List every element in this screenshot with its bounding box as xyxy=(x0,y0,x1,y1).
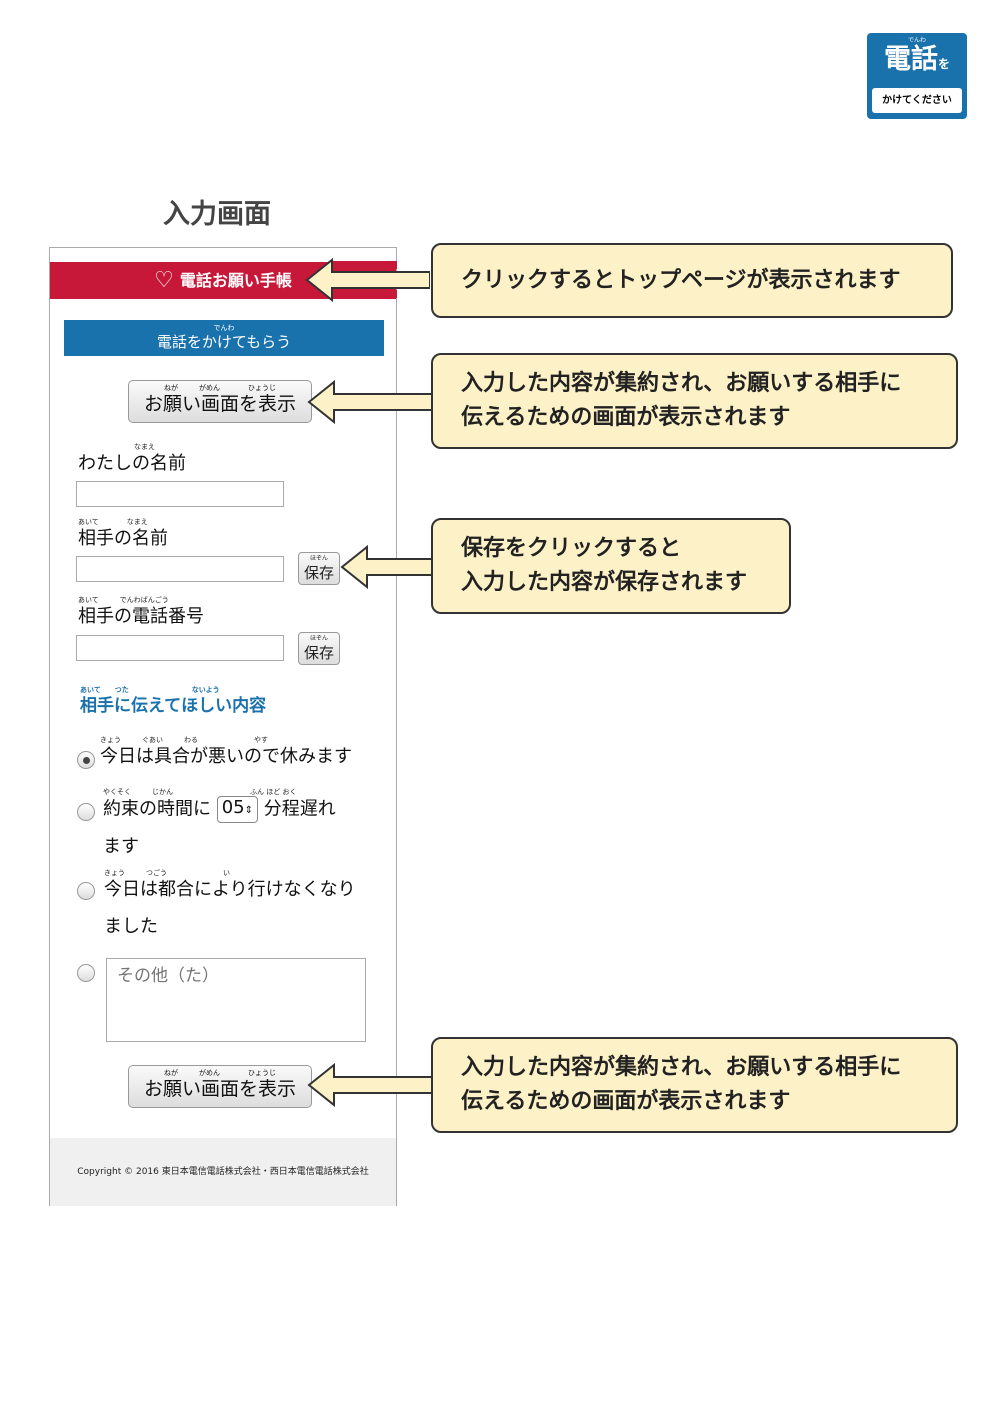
minutes-value: 05 xyxy=(221,797,245,818)
option-sick: きょう ぐあい わる やす今日は具合が悪いので休みます xyxy=(50,736,396,770)
option-label: 約束の時間に xyxy=(103,798,211,820)
callout-line: 伝えるための画面が表示されます xyxy=(461,1089,791,1114)
arrow-icon xyxy=(307,1062,432,1108)
option-label: ます xyxy=(103,836,139,857)
partner-phone-label: 相手の電話番号 xyxy=(78,606,204,627)
ruby: ほぞん xyxy=(309,555,328,562)
save-label: 保存 xyxy=(303,564,334,582)
callout-save: 保存をクリックすると入力した内容が保存されます xyxy=(431,518,791,614)
save-label: 保存 xyxy=(303,644,334,662)
option-late: やくそく じかん ふん ほど おく約束の時間に 05⇕ 分程遅れ ます xyxy=(50,788,396,860)
option-label: 今日は都合により行けなくなり xyxy=(104,879,356,900)
call-me-label: 電話をかけてもらう xyxy=(156,333,292,351)
option-other xyxy=(50,958,396,1042)
callout-line: 入力した内容が保存されます xyxy=(461,570,748,595)
ruby: なまえ xyxy=(78,443,155,451)
ruby: あいて なまえ xyxy=(78,518,148,526)
callout-line: クリックするとトップページが表示されます xyxy=(461,267,901,293)
ruby: あいて でんわばんごう xyxy=(78,596,169,604)
partner-name-label: 相手の名前 xyxy=(78,528,168,549)
ruby: ねが がめん ひょうじ xyxy=(164,384,276,392)
other-textarea[interactable] xyxy=(106,958,366,1042)
option-radio-late[interactable] xyxy=(77,803,95,821)
callout-line: 入力した内容が集約され、お願いする相手に xyxy=(461,371,902,396)
logo-title: 電話 xyxy=(883,44,938,75)
ruby: ねが がめん ひょうじ xyxy=(164,1069,276,1077)
header-stripe xyxy=(333,290,397,298)
message-options: あいて つた ないよう相手に伝えてほしい内容 きょう ぐあい わる やす今日は具… xyxy=(50,686,396,1108)
option-label: ました xyxy=(104,916,158,937)
option-radio-cannot-go[interactable] xyxy=(77,882,95,900)
ruby: やくそく じかん ふん ほど おく xyxy=(103,788,297,796)
spinner-icon: ⇕ xyxy=(244,805,254,816)
show-request-label: お願い画面を表示 xyxy=(143,1078,296,1100)
callout-show-button-bottom: 入力した内容が集約され、お願いする相手に伝えるための画面が表示されます xyxy=(431,1037,958,1133)
arrow-icon xyxy=(307,379,432,425)
logo-subtitle: かけてください xyxy=(872,88,962,113)
callout-line: 保存をクリックすると xyxy=(461,536,682,561)
denwa-logo: でんわ 電話を かけてください xyxy=(867,33,967,119)
ruby: ほぞん xyxy=(309,635,328,642)
option-radio-other[interactable] xyxy=(77,964,95,982)
minutes-select[interactable]: 05⇕ xyxy=(216,796,259,823)
call-me-button[interactable]: でんわ電話をかけてもらう xyxy=(64,320,384,356)
callout-line: 伝えるための画面が表示されます xyxy=(461,405,791,430)
logo-particle: を xyxy=(937,57,950,71)
message-heading: 相手に伝えてほしい内容 xyxy=(80,696,267,716)
show-request-label: お願い画面を表示 xyxy=(143,393,296,415)
app-header-title: 電話お願い手帳 xyxy=(179,270,292,290)
ruby: きょう ぐあい わる やす xyxy=(100,736,268,744)
option-label: 分程遅れ xyxy=(263,798,336,820)
show-request-button[interactable]: ねが がめん ひょうじお願い画面を表示 xyxy=(128,380,312,423)
partner-name-input[interactable] xyxy=(76,556,284,582)
page-title: 入力画面 xyxy=(163,199,271,230)
option-label: 今日は具合が悪いので休みます xyxy=(100,746,352,767)
show-request-button-bottom[interactable]: ねが がめん ひょうじお願い画面を表示 xyxy=(128,1065,312,1108)
ruby: きょう つごう い xyxy=(104,869,230,877)
option-cannot-go: きょう つごう い今日は都合により行けなくなり ました xyxy=(50,869,396,940)
header-stripe xyxy=(333,261,397,269)
partner-phone-input[interactable] xyxy=(76,635,284,661)
logo-ruby: でんわ xyxy=(907,37,926,44)
ruby: でんわ xyxy=(213,324,235,332)
footer: Copyright © 2016 東日本電信電話株式会社・西日本電信電話株式会社 xyxy=(50,1138,396,1206)
option-radio-sick[interactable] xyxy=(77,751,95,769)
callout-show-button: 入力した内容が集約され、お願いする相手に伝えるための画面が表示されます xyxy=(431,353,958,449)
save-partner-name-button[interactable]: ほぞん保存 xyxy=(298,552,340,585)
ruby: あいて つた ないよう xyxy=(80,686,220,694)
callout-header: クリックするとトップページが表示されます xyxy=(431,243,953,318)
my-name-input[interactable] xyxy=(76,481,284,507)
heart-icon: ♡ xyxy=(154,267,174,293)
arrow-icon xyxy=(340,544,432,590)
arrow-icon xyxy=(305,257,430,303)
save-partner-phone-button[interactable]: ほぞん保存 xyxy=(298,632,340,665)
my-name-label: わたしの名前 xyxy=(78,453,186,474)
callout-line: 入力した内容が集約され、お願いする相手に xyxy=(461,1055,902,1080)
